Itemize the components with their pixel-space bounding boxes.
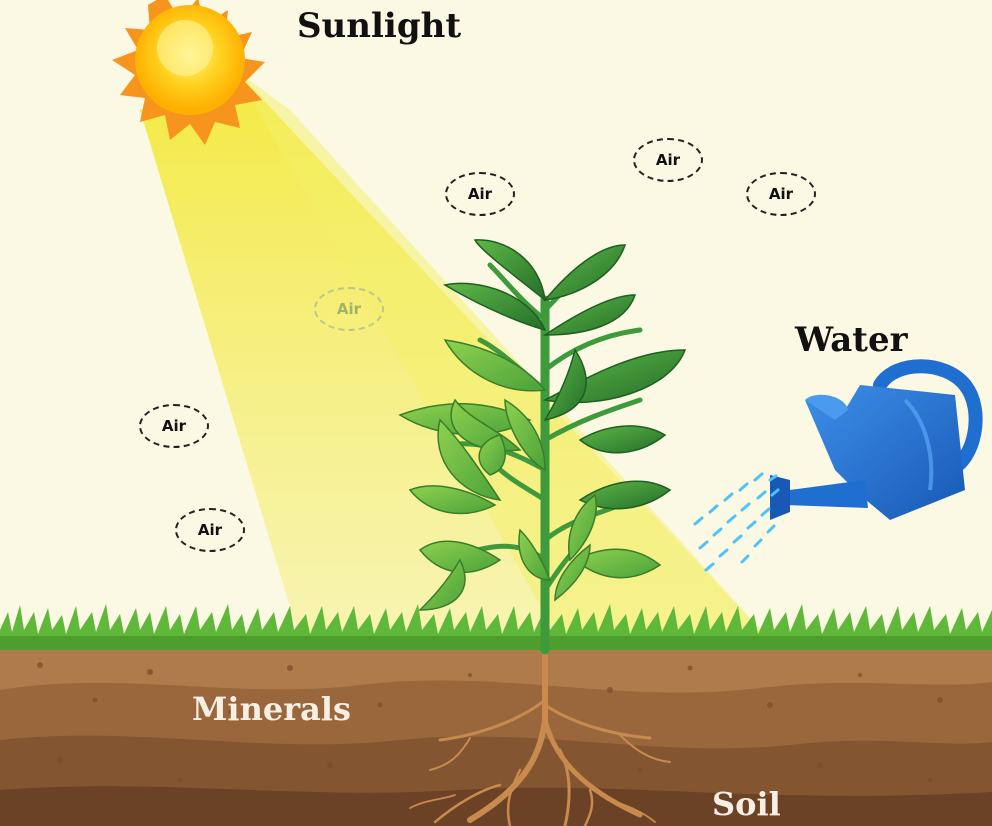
watering-can-icon bbox=[770, 359, 983, 520]
air-tag: Air bbox=[746, 172, 816, 216]
plant-roots bbox=[409, 647, 671, 826]
air-tag: Air bbox=[445, 172, 515, 216]
air-tag: Air bbox=[633, 138, 703, 182]
minerals-label: Minerals bbox=[192, 690, 351, 728]
plant bbox=[398, 239, 687, 655]
air-tag: Air bbox=[314, 287, 384, 331]
water-label: Water bbox=[795, 320, 908, 360]
soil-label: Soil bbox=[712, 785, 781, 823]
sunlight-label: Sunlight bbox=[297, 6, 462, 46]
air-tag: Air bbox=[175, 508, 245, 552]
soil-ground bbox=[0, 640, 992, 826]
sun-icon bbox=[112, 0, 265, 145]
grass-strip bbox=[0, 604, 992, 650]
water-spray bbox=[693, 472, 780, 572]
air-tag: Air bbox=[139, 404, 209, 448]
